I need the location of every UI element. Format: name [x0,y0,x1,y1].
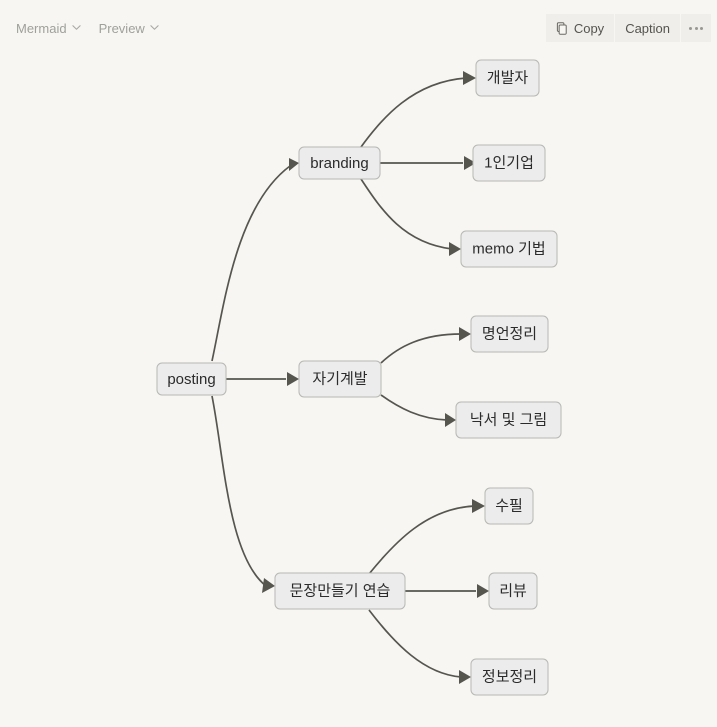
copy-icon [556,21,569,35]
node-개발자-label: 개발자 [487,69,529,86]
mermaid-flowchart: posting branding 개발자 1인기업 memo 기법 [156,59,562,696]
node-명언정리-label: 명언정리 [482,325,537,342]
ellipsis-icon [689,26,703,30]
node-문장만들기-연습-box[interactable] [274,572,406,610]
node-정보정리[interactable]: 정보정리 [470,658,549,696]
edge-자기계발-to-낙서-및-그림 [380,394,456,427]
edge-branding-to-개발자 [360,71,476,148]
node-1인기업-box[interactable] [472,144,546,182]
edge-문장만들기-연습-to-리뷰 [405,584,489,598]
node-posting-box[interactable] [156,362,227,396]
caption-button-label: Caption [625,20,670,36]
node-정보정리-label: 정보정리 [482,668,537,685]
node-낙서-및-그림[interactable]: 낙서 및 그림 [455,401,562,439]
caption-button[interactable]: Caption [615,14,680,42]
toolbar: Mermaid Preview [0,0,717,56]
edge-branding-to-1인기업 [380,156,476,170]
chevron-down-icon [150,23,159,32]
node-branding-box[interactable] [298,146,381,180]
node-수필-label: 수필 [495,497,523,514]
node-리뷰-label: 리뷰 [499,582,527,599]
toolbar-left-group: Mermaid Preview [14,18,161,39]
node-낙서-및-그림-label: 낙서 및 그림 [470,411,547,428]
node-branding-label: branding [310,155,368,172]
menu-preview[interactable]: Preview [97,18,161,39]
node-수필[interactable]: 수필 [484,487,534,525]
edge-문장만들기-연습-to-정보정리 [368,609,471,684]
node-memo-기법-label: memo 기법 [472,240,545,257]
node-posting[interactable]: posting [156,362,227,396]
node-문장만들기-연습[interactable]: 문장만들기 연습 [274,572,406,610]
copy-button[interactable]: Copy [545,14,615,42]
edge-문장만들기-연습-to-수필 [368,499,485,575]
node-posting-label: posting [167,371,215,388]
node-memo-기법-box[interactable] [460,230,558,268]
menu-preview-label: Preview [98,20,145,36]
node-자기계발-label: 자기계발 [312,370,367,387]
node-리뷰-box[interactable] [488,572,538,610]
node-정보정리-box[interactable] [470,658,549,696]
node-1인기업-label: 1인기업 [484,154,534,171]
menu-mermaid[interactable]: Mermaid [14,18,83,39]
toolbar-right-group: Copy Caption [545,14,711,42]
edge-posting-to-자기계발 [226,372,299,386]
node-낙서-및-그림-box[interactable] [455,401,562,439]
node-명언정리[interactable]: 명언정리 [470,315,549,353]
node-수필-box[interactable] [484,487,534,525]
node-memo-기법[interactable]: memo 기법 [460,230,558,268]
more-options-button[interactable] [681,14,711,42]
node-리뷰[interactable]: 리뷰 [488,572,538,610]
chevron-down-icon [71,23,81,32]
copy-button-label: Copy [573,20,605,36]
node-문장만들기-연습-label: 문장만들기 연습 [290,582,391,599]
node-개발자[interactable]: 개발자 [475,59,540,97]
edge-자기계발-to-명언정리 [380,327,471,364]
node-자기계발[interactable]: 자기계발 [298,360,382,398]
node-자기계발-box[interactable] [298,360,382,398]
node-1인기업[interactable]: 1인기업 [472,144,546,182]
edges-layer [211,71,489,684]
edge-posting-to-문장만들기-연습 [211,395,275,593]
nodes-layer: posting branding 개발자 1인기업 memo 기법 [156,59,562,696]
diagram-canvas[interactable]: posting branding 개발자 1인기업 memo 기법 [0,56,717,727]
edge-posting-to-branding [211,158,299,362]
node-branding[interactable]: branding [298,146,381,180]
node-명언정리-box[interactable] [470,315,549,353]
edge-branding-to-memo-기법 [360,178,461,256]
node-개발자-box[interactable] [475,59,540,97]
menu-mermaid-label: Mermaid [16,20,67,36]
